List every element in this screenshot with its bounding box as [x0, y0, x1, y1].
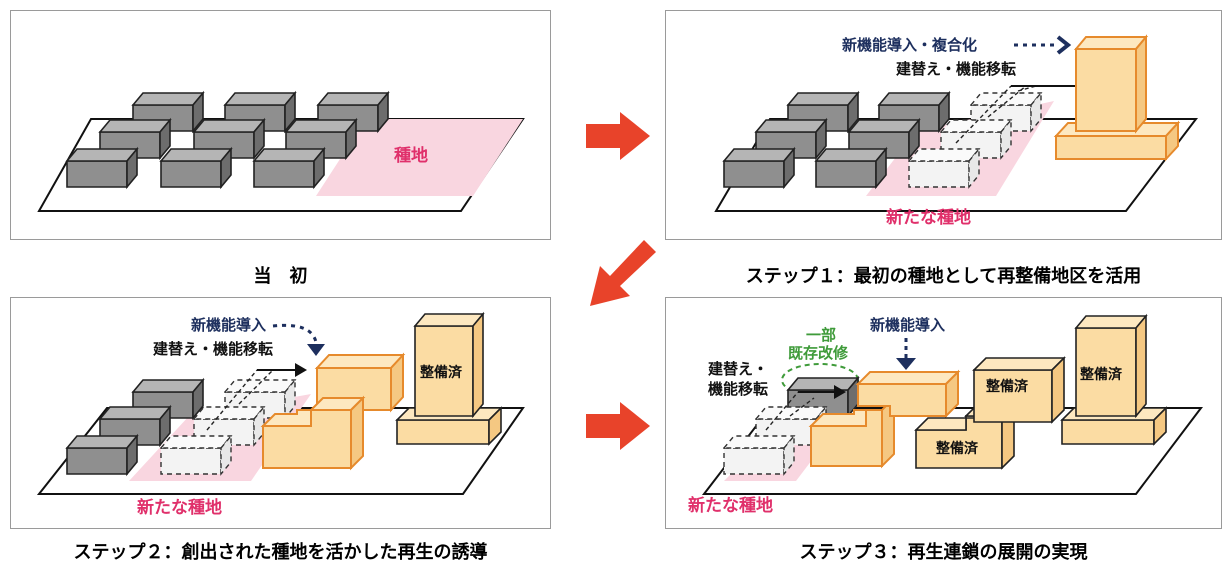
caption-step2: ステップ２：創出された種地を活かした再生の誘導	[73, 542, 488, 563]
building	[815, 148, 887, 188]
new-tower-base	[1055, 135, 1167, 160]
developed-building	[973, 369, 1053, 423]
panel-initial-drawing	[37, 92, 525, 212]
developed-label: 整備済	[936, 441, 978, 457]
seed-area-label: 種地	[394, 146, 428, 166]
new-tower	[1075, 48, 1137, 132]
demolished-building	[160, 435, 232, 475]
building	[66, 435, 138, 475]
rebuild-label-1: 建替え・	[708, 360, 769, 378]
down-left-arrow-icon	[590, 240, 656, 306]
new-function-label: 新機能導入	[870, 316, 946, 334]
new-seed-area-label: 新たな種地	[137, 498, 222, 518]
new-function-label: 新機能導入・複合化	[842, 36, 978, 54]
developed-label: 整備済	[986, 379, 1028, 395]
caption-step1: ステップ１：最初の種地として再整備地区を活用	[745, 266, 1142, 287]
panel-step1-drawing	[714, 34, 1199, 212]
panel-step3-drawing	[701, 313, 1204, 495]
rebuild-label: 建替え・機能移転	[896, 60, 1017, 78]
panel-step2-drawing	[36, 311, 525, 495]
building	[723, 148, 795, 188]
panel-step1: 新機能導入・複合化 建替え・機能移転 新たな種地	[665, 10, 1222, 240]
seed-area	[316, 119, 523, 196]
new-seed-area-label: 新たな種地	[688, 496, 773, 516]
building	[160, 148, 232, 188]
panel-step3: 新機能導入 一部 既存改修 建替え・ 機能移転 整備済 整備済 整備済 新たな種…	[665, 297, 1222, 529]
new-seed-area-label: 新たな種地	[886, 208, 971, 228]
building	[253, 148, 325, 188]
caption-initial: 当 初	[253, 266, 308, 287]
developed-label: 整備済	[1080, 367, 1122, 383]
demolished-building	[723, 435, 795, 475]
demolished-building	[908, 148, 980, 188]
rebuild-label: 建替え・機能移転	[153, 340, 274, 358]
panel-initial: 種地	[10, 10, 551, 240]
new-function-label: 新機能導入	[191, 316, 267, 334]
partial-renovation-label-2: 既存改修	[788, 344, 849, 362]
developed-label: 整備済	[420, 365, 462, 381]
building	[66, 148, 138, 188]
right-arrow-icon	[586, 402, 650, 450]
panel-step2: 新機能導入 建替え・機能移転 整備済 新たな種地	[10, 297, 551, 529]
right-arrow-icon	[586, 112, 650, 160]
partial-renovation-label-1: 一部	[806, 326, 837, 344]
rebuild-label-2: 機能移転	[708, 380, 769, 398]
caption-step3: ステップ３：再生連鎖の展開の実現	[799, 542, 1088, 563]
